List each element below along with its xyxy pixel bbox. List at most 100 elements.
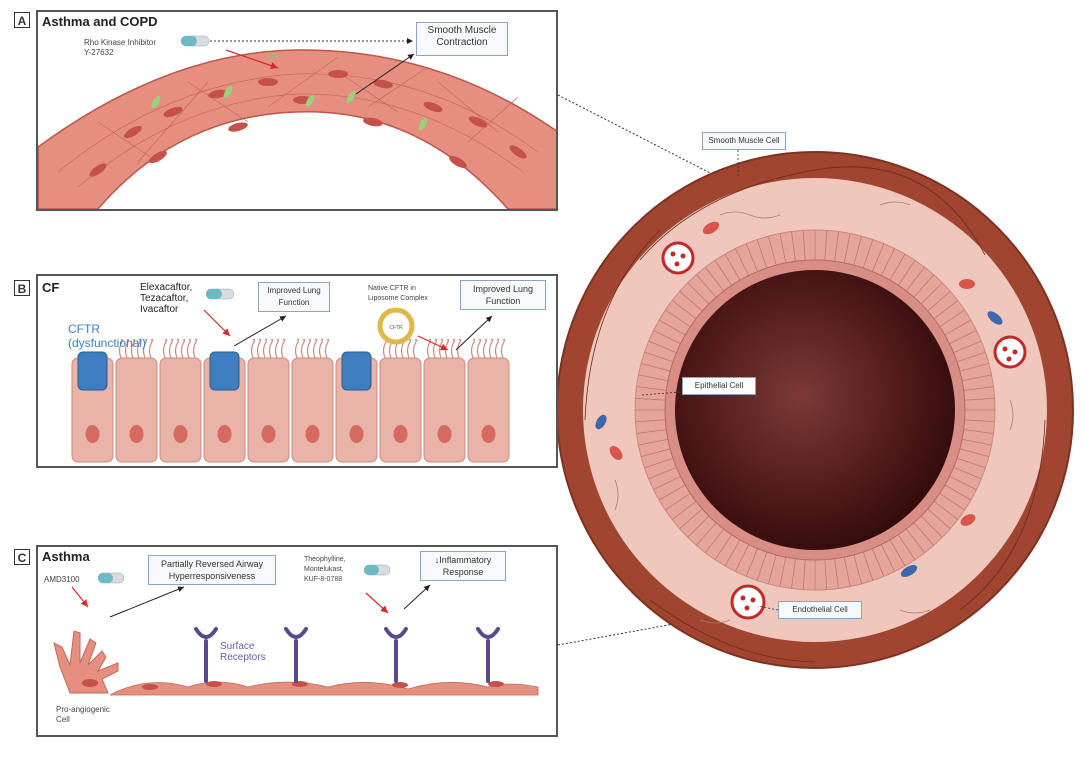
cftr-label: CFTR (dysfunctional): [68, 322, 147, 350]
epithelial-cell: [467, 357, 510, 463]
connector-c: [557, 611, 741, 646]
cilium: [494, 338, 500, 359]
epithelial-cell-divider: [679, 508, 703, 529]
epithelial-cell-divider: [962, 438, 992, 446]
epithelial-cell-divider: [648, 467, 677, 480]
epithelial-cell-divider: [889, 253, 906, 281]
cell-nucleus: [217, 425, 232, 443]
panel-b: CFTR B CF CFTR (dysfunctional) Elexacaft…: [14, 274, 558, 468]
cilium: [180, 338, 186, 359]
improved-lung-function-box-2: Improved Lung Function: [460, 280, 546, 310]
epithelial-cell-divider: [853, 554, 862, 584]
epithelial-cell-divider: [949, 475, 977, 490]
epithelial-cell-divider: [939, 309, 965, 327]
epithelial-cell-divider: [872, 243, 885, 272]
epithelial-cell-divider: [956, 351, 986, 363]
epithelial-cell-divider: [768, 236, 777, 266]
cftr-channel: [209, 351, 240, 391]
cell-nucleus: [305, 425, 320, 443]
cell-nucleus: [349, 425, 364, 443]
cilium: [432, 338, 438, 359]
smooth-muscle-cell-label: Smooth Muscle Cell: [702, 132, 786, 150]
epithelial-cell-divider: [959, 363, 989, 372]
immune-cells: [595, 221, 1003, 577]
epithelial-cell-divider: [638, 374, 668, 382]
rho-label: Rho: [268, 52, 283, 61]
epithelial-cell-divider: [791, 558, 796, 589]
epithelial-cell-divider: [671, 300, 697, 320]
cftr-channel: [341, 351, 372, 391]
pro-angiogenic-cell: [53, 630, 119, 694]
panel-c: C Asthma AMD3100 Partially Reversed Airw…: [14, 545, 558, 737]
epithelial-cell-divider: [665, 309, 691, 327]
epithelial-cell-divider: [920, 282, 943, 305]
epithelial-cell-divider: [944, 484, 972, 501]
epithelial-cell-divider: [791, 231, 796, 262]
cftr-channel: [77, 351, 108, 391]
epithelial-cell-divider: [964, 419, 995, 423]
epithelial-cell-divider: [964, 397, 995, 401]
epithelial-cell-divider: [927, 291, 951, 312]
smooth-muscle-contraction-box: Smooth Muscle Contraction: [416, 22, 508, 56]
cilium: [300, 338, 306, 359]
improved-lung-function-box-1: Improved Lung Function: [258, 282, 330, 312]
cilium: [456, 338, 462, 359]
panel-a: A Asthma and COPD Rho Kinase Inhibitor Y…: [14, 10, 558, 211]
endothelial-cell-label: Endothelial Cell: [778, 601, 862, 619]
cilium: [124, 338, 130, 359]
cilium: [294, 338, 300, 359]
airway-lumen: [675, 270, 955, 550]
epithelial-cell-divider: [949, 330, 977, 345]
cell-nucleus: [481, 425, 496, 443]
epithelial-cell-divider: [635, 397, 666, 401]
endothelial-layer: [53, 564, 539, 696]
epithelial-cell-divider: [653, 475, 681, 490]
epithelial-cell-divider: [644, 457, 674, 469]
epithelial-cell-divider: [735, 544, 750, 572]
epithelial-cell-divider: [898, 260, 916, 286]
epithelial-layer: CFTR: [71, 288, 510, 463]
smooth-muscle-tissue: [38, 35, 556, 209]
epithelial-cell-divider: [880, 544, 895, 572]
epithelial-cell-divider: [724, 253, 741, 281]
epithelial-cell-divider: [768, 554, 777, 584]
epithelial-cell-divider: [696, 522, 717, 546]
epithelial-cell-divider: [671, 500, 697, 520]
cilium: [136, 338, 142, 359]
epithelial-cell-divider: [834, 558, 839, 589]
cilium: [162, 338, 168, 359]
epithelial-cell-divider: [880, 248, 895, 276]
epithelial-cell-divider: [653, 330, 681, 345]
epithelial-cell-divider: [705, 528, 725, 554]
surface-receptor: [284, 627, 308, 683]
cilium: [118, 338, 124, 359]
epithelial-cell-divider: [724, 539, 741, 567]
cilium: [250, 338, 256, 359]
epithelial-cell-divider: [687, 515, 710, 538]
cell-nucleus: [85, 425, 100, 443]
epithelial-cell-divider: [889, 539, 906, 567]
cilium: [382, 338, 388, 359]
panel-b-drug: Elexacaftor, Tezacaftor, Ivacaftor: [140, 282, 193, 315]
epithelial-cell-divider: [714, 260, 732, 286]
panel-c-letter: C: [14, 549, 30, 565]
epithelial-cell-divider: [824, 230, 828, 261]
epithelial-cell-divider: [705, 266, 725, 292]
panel-c-drug-2: Theophylline, Montelukast, KUF-8-0788: [304, 556, 346, 583]
epithelial-cell-divider: [933, 500, 959, 520]
cilium: [192, 338, 198, 359]
cilium: [426, 338, 432, 359]
epithelial-cell-divider: [834, 231, 839, 262]
epithelial-cell-divider: [953, 467, 982, 480]
cilium: [406, 338, 412, 359]
airway-cross-section: [556, 151, 1074, 669]
epithelial-cell-divider: [956, 457, 986, 469]
epithelial-cell: [247, 357, 290, 463]
cell-nucleus: [261, 425, 276, 443]
cilium: [130, 338, 136, 359]
epithelial-cell-divider: [944, 319, 972, 336]
epithelial-cell-divider: [939, 493, 965, 511]
pill-icon: [363, 564, 391, 576]
svg-text:CFTR: CFTR: [389, 325, 403, 331]
cilium: [268, 338, 274, 359]
